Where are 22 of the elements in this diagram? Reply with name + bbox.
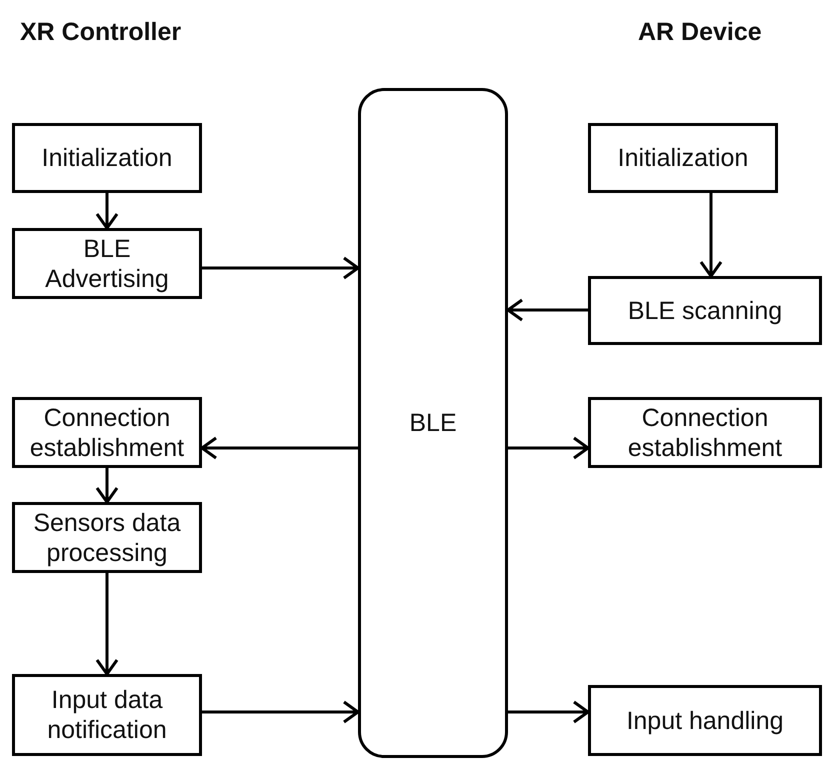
arrow	[96, 468, 118, 504]
arrow	[700, 193, 722, 278]
arrow	[96, 193, 118, 230]
process-box: Initialization	[12, 123, 202, 193]
process-box: BLE scanning	[588, 276, 822, 345]
arrow	[202, 700, 360, 724]
arrow	[202, 256, 360, 280]
arrow	[508, 700, 590, 724]
arrow	[96, 573, 118, 676]
process-box: BLE Advertising	[12, 228, 202, 299]
channel-bar: BLE	[358, 88, 508, 758]
process-box: Initialization	[588, 123, 778, 193]
arrow	[200, 436, 358, 460]
column-heading: XR Controller	[20, 18, 182, 47]
arrow	[508, 436, 590, 460]
column-heading: AR Device	[638, 18, 762, 47]
process-box: Input handling	[588, 685, 822, 756]
process-box: Connection establishment	[588, 397, 822, 468]
process-box: Connection establishment	[12, 397, 202, 468]
process-box: Sensors data processing	[12, 502, 202, 573]
arrow	[506, 298, 588, 322]
process-box: Input data notification	[12, 674, 202, 756]
